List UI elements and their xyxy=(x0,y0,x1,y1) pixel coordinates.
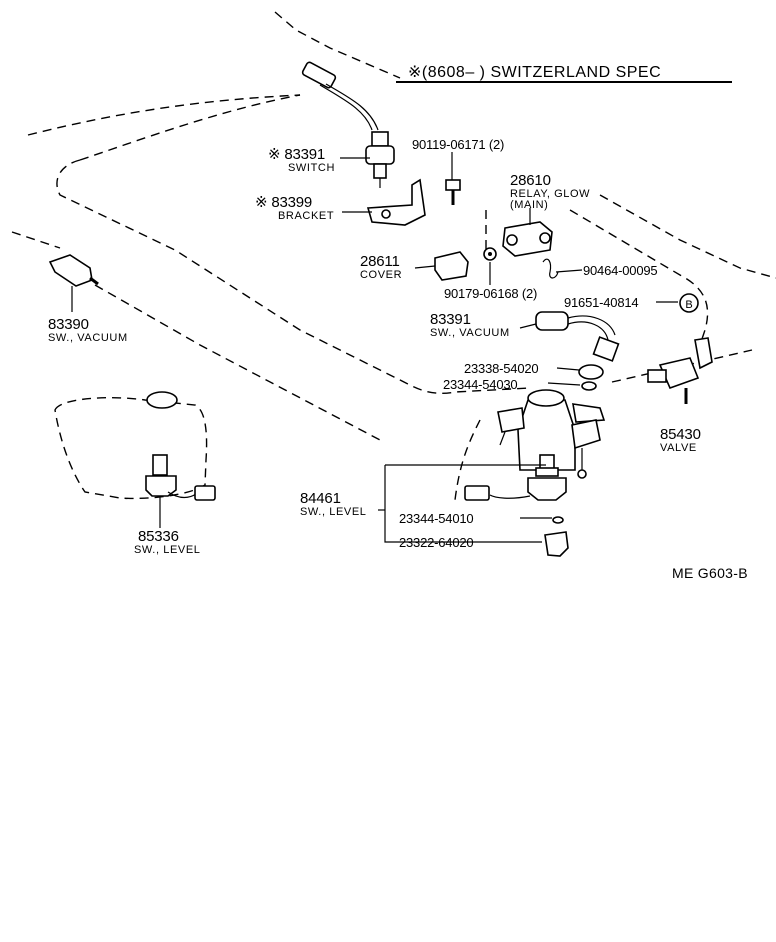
sw-level-filter-name: SW., LEVEL xyxy=(300,506,367,518)
switch-mark: ※ xyxy=(268,146,280,163)
vehicle-outline xyxy=(11,11,776,501)
level-switch-84461-drawing xyxy=(464,454,567,501)
bracket-name: BRACKET xyxy=(278,210,334,222)
bolt-number: 90119-06171 (2) xyxy=(412,137,504,152)
spec-note: ※(8608– ) SWITZERLAND SPEC xyxy=(408,64,661,81)
grommet-number: 91651-40814 xyxy=(564,295,638,310)
compartment-edge-left xyxy=(56,159,531,394)
sw-vacuum-right-name: SW., VACUUM xyxy=(430,327,510,339)
label-bracket: ※ 83399 BRACKET xyxy=(255,194,334,222)
plug-drawing xyxy=(544,531,569,557)
sw-vacuum-left-number: 83390 xyxy=(48,316,89,333)
gasket-23344 xyxy=(581,381,597,391)
svg-text:※ 83399: ※ 83399 xyxy=(255,194,312,211)
nut-number: 90179-06168 (2) xyxy=(444,286,537,301)
level-switch-85336-drawing xyxy=(145,454,216,528)
clip-number: 90464-00095 xyxy=(583,263,657,278)
oring-23344-54010 xyxy=(552,516,564,524)
svg-text:※ 83391: ※ 83391 xyxy=(268,146,325,163)
oring-number: 23344-54010 xyxy=(399,511,473,526)
switch-83391-drawing xyxy=(301,61,395,188)
vacuum-switch-right-drawing xyxy=(535,311,620,362)
cover-name: COVER xyxy=(360,269,402,281)
spec-header: ※(8608– ) SWITZERLAND SPEC xyxy=(396,64,732,83)
figure-code: ME G603-B xyxy=(672,565,748,581)
leader-lines xyxy=(340,152,678,543)
label-switch: ※ 83391 SWITCH xyxy=(268,146,335,174)
clip-drawing xyxy=(542,258,559,279)
cover-drawing xyxy=(434,251,469,281)
label-relay: 28610 RELAY, GLOW (MAIN) xyxy=(510,172,590,211)
compartment-edge-top xyxy=(79,94,301,161)
relay-name-line2: (MAIN) xyxy=(510,199,548,211)
bracket-83399-drawing xyxy=(366,178,426,226)
label-sw-level-filter: 84461 SW., LEVEL xyxy=(300,490,367,518)
valve-number: 85430 xyxy=(660,426,701,443)
relay-number: 28610 xyxy=(510,172,551,189)
hose-route xyxy=(454,419,481,501)
ref-B: B xyxy=(685,299,692,311)
valve-name: VALVE xyxy=(660,442,697,454)
label-cover: 28611 COVER xyxy=(360,253,402,281)
sw-level-filter-number: 84461 xyxy=(300,490,341,507)
label-sw-level-tank: 85336 SW., LEVEL xyxy=(134,528,201,556)
hood-edge-right xyxy=(599,194,776,279)
relay-name-line1: RELAY, GLOW xyxy=(510,188,590,200)
label-sw-vacuum-right: 83391 SW., VACUUM xyxy=(430,311,510,339)
gasket-23338 xyxy=(578,364,604,380)
bracket-number: 83399 xyxy=(271,194,312,211)
sw-vacuum-right-number: 83391 xyxy=(430,311,471,328)
sw-level-tank-name: SW., LEVEL xyxy=(134,544,201,556)
fuel-filter-drawing xyxy=(497,389,606,479)
bracket-mark: ※ xyxy=(255,194,267,211)
gasket-1-number: 23338-54020 xyxy=(464,361,538,376)
sw-vacuum-left-name: SW., VACUUM xyxy=(48,332,128,344)
grommet-ref: B xyxy=(679,293,699,313)
vacuum-switch-left-drawing xyxy=(48,254,99,312)
switch-number: 83391 xyxy=(284,146,325,163)
label-valve: 85430 VALVE xyxy=(660,426,701,454)
tank-cap xyxy=(146,391,178,409)
hood-edge-top xyxy=(274,11,401,79)
gasket-2-number: 23344-54030 xyxy=(443,377,517,392)
washer-tank xyxy=(54,391,208,500)
relay-drawing xyxy=(502,221,553,257)
cover-number: 28611 xyxy=(360,253,400,270)
fender-edge-lower xyxy=(94,284,381,441)
switch-name: SWITCH xyxy=(288,162,335,174)
sw-level-tank-number: 85336 xyxy=(138,528,179,545)
valve-85430-drawing xyxy=(647,337,713,404)
nut-drawing xyxy=(483,247,497,261)
bolt-drawing xyxy=(445,179,461,205)
plug-number: 23322-64020 xyxy=(399,535,473,550)
label-sw-vacuum-left: 83390 SW., VACUUM xyxy=(48,316,128,344)
fender-edge-left xyxy=(11,231,61,249)
hood-edge-left xyxy=(27,94,301,136)
